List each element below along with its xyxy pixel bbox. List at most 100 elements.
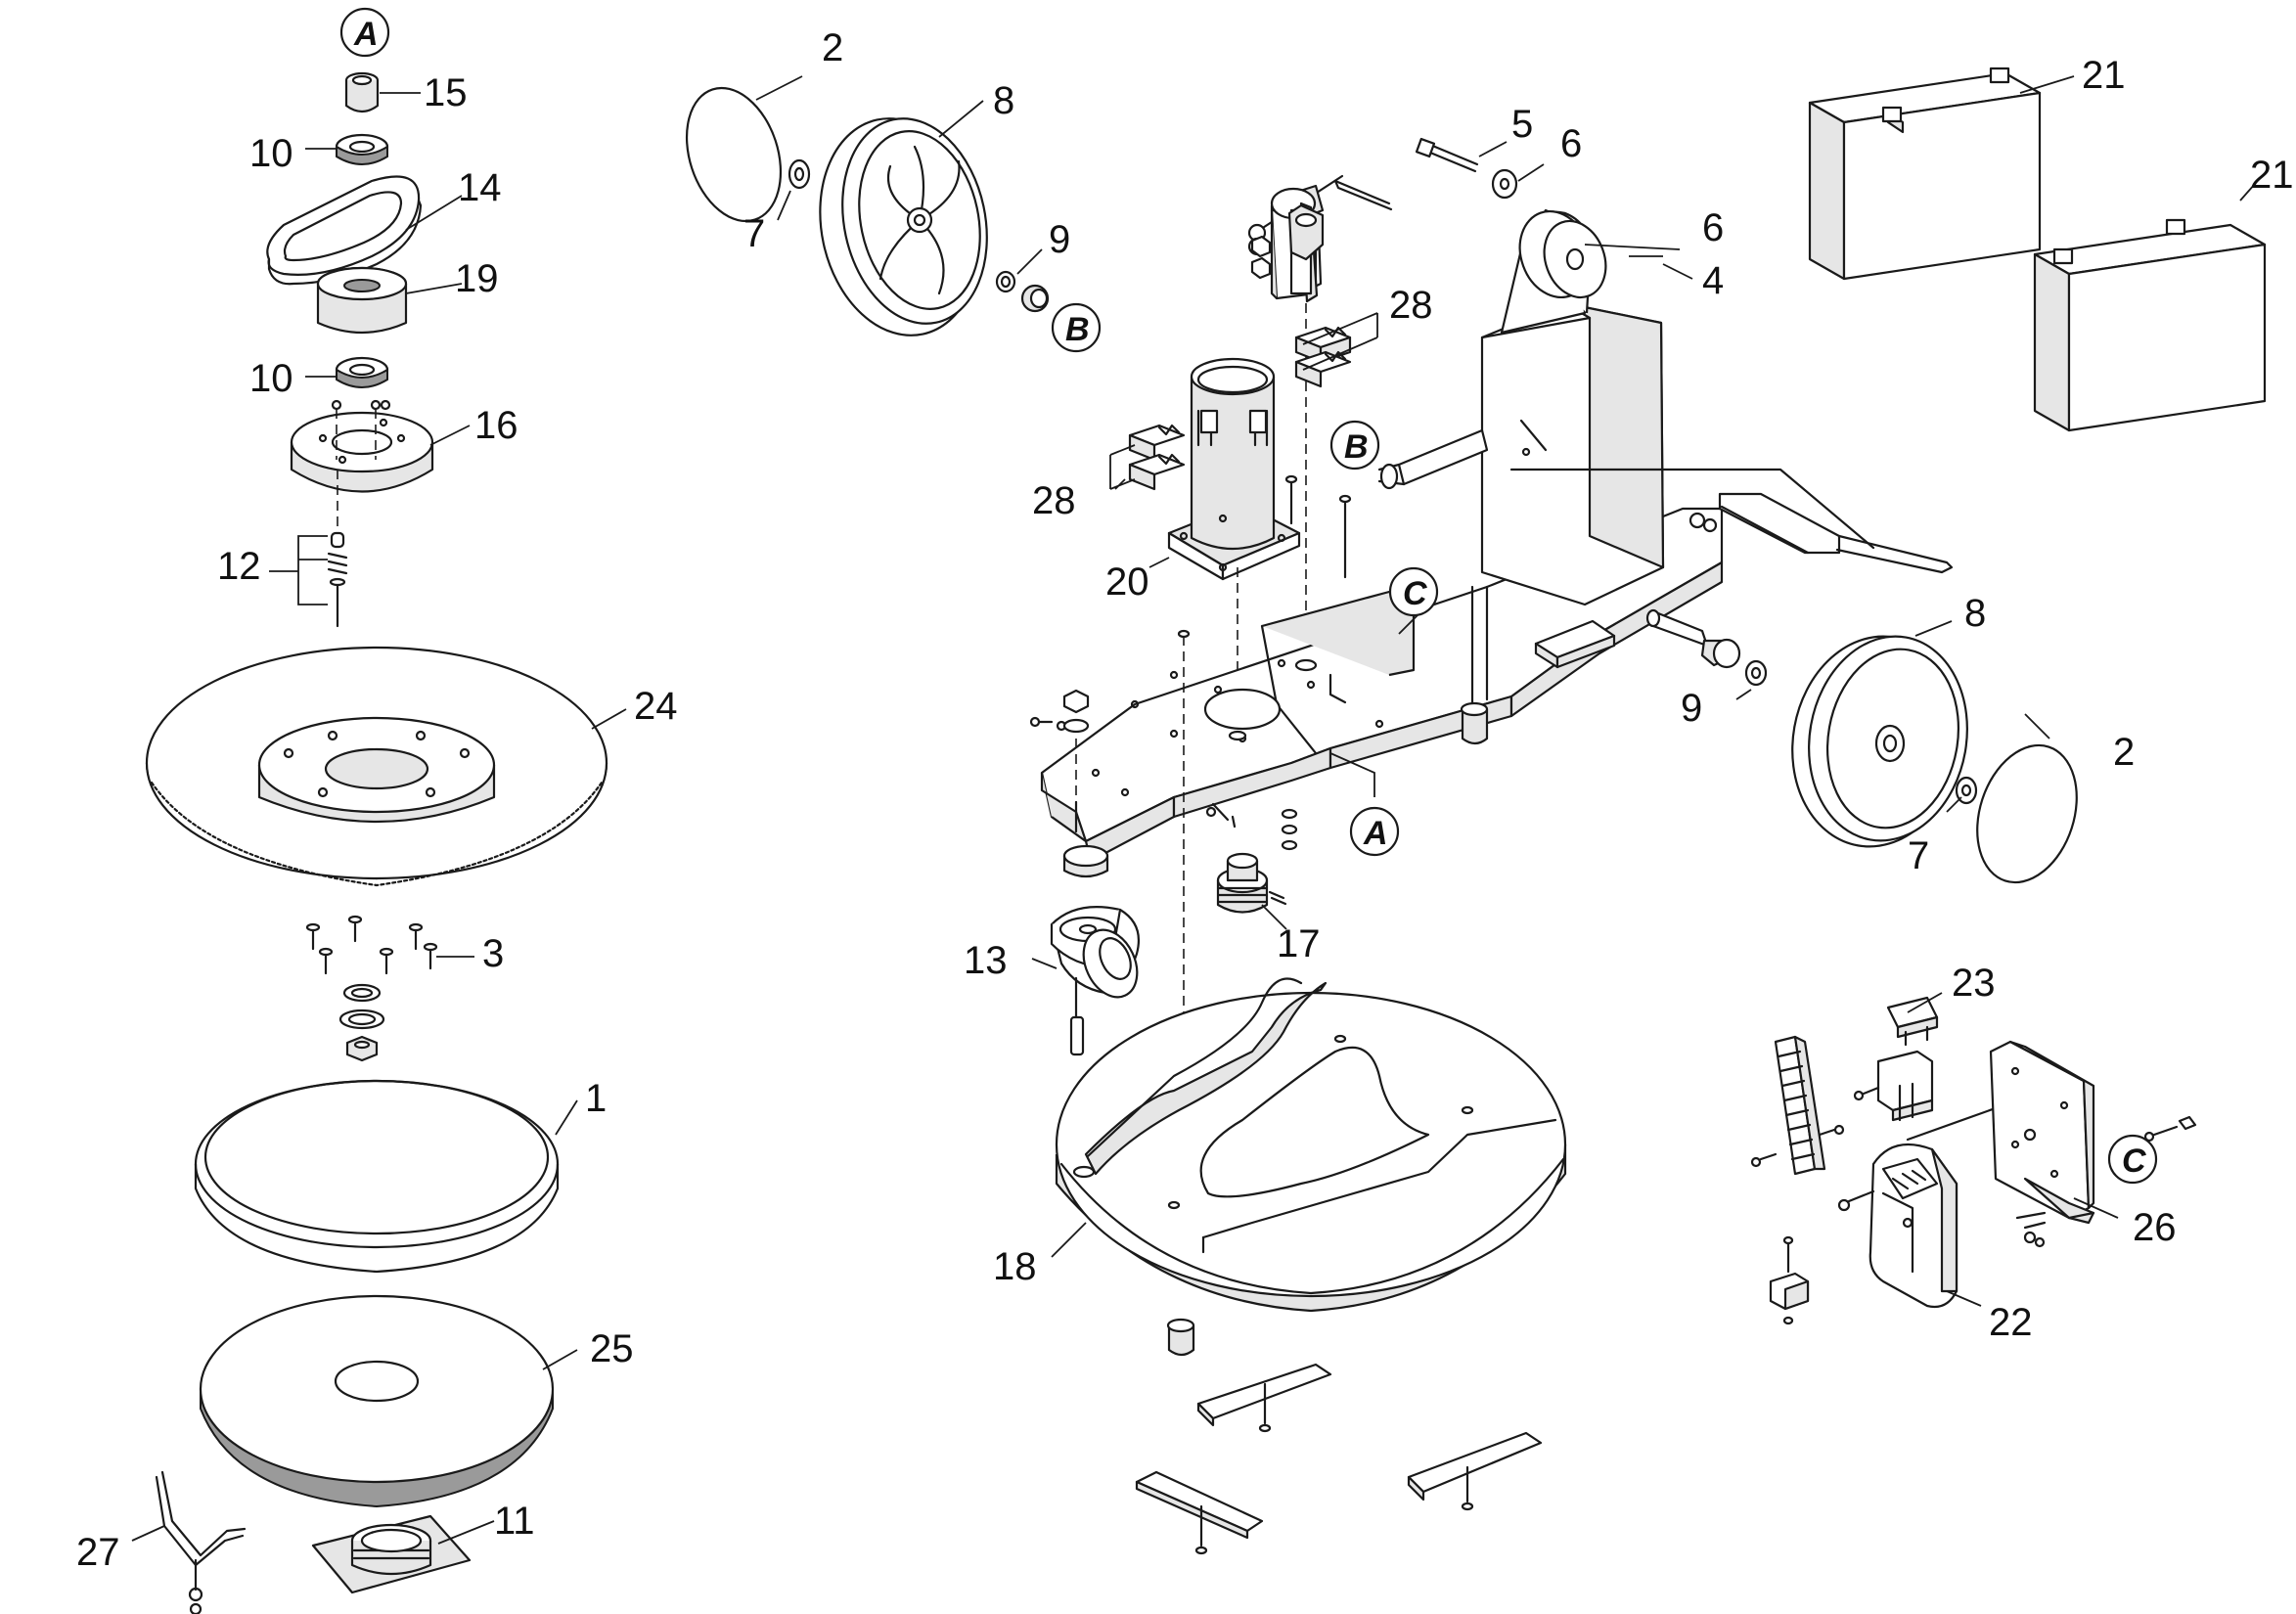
ref-c-chassis: C — [1388, 566, 1439, 617]
callout-13: 13 — [964, 939, 1008, 982]
part-21-battery-a — [1808, 67, 2042, 281]
callout-27: 27 — [76, 1531, 120, 1574]
callout-7-right: 7 — [1908, 834, 1929, 877]
callout-10-lower: 10 — [249, 357, 293, 400]
ref-a-top: A — [339, 7, 390, 58]
callout-28-right: 28 — [1389, 284, 1433, 327]
svg-text:C: C — [1403, 575, 1427, 612]
nuts-above-column — [1250, 235, 1272, 280]
callout-6-lower: 6 — [1702, 206, 1724, 249]
motor-screws — [1284, 474, 1352, 579]
part-22-controller — [1837, 1089, 2047, 1309]
washers-and-nut — [338, 983, 385, 1062]
callout-15: 15 — [424, 71, 468, 114]
callout-14: 14 — [458, 166, 502, 209]
part-15-bushing — [344, 71, 380, 113]
part-7-clip-left — [788, 158, 811, 190]
part-10-bearing-upper — [335, 133, 389, 165]
callout-21-upper: 21 — [2082, 54, 2126, 97]
handle-axle-rod — [1377, 428, 1489, 490]
part-2-hubcap-right — [1976, 743, 2078, 884]
callout-8-left: 8 — [993, 79, 1014, 122]
part-11-clamp-plate — [311, 1514, 472, 1594]
part-8-wheel-left — [819, 117, 988, 336]
part-23-fuse — [1886, 996, 1939, 1047]
part-25-pad — [199, 1294, 555, 1508]
callout-9-right: 9 — [1681, 687, 1702, 730]
callout-4: 4 — [1702, 259, 1724, 302]
ref-b-left-wheel: B — [1051, 302, 1102, 353]
spacer-block-1 — [1460, 701, 1489, 745]
part-28-carbon-brush-right — [1294, 312, 1378, 388]
callout-labels: 15 10 14 19 10 16 12 24 3 1 25 27 11 2 8… — [76, 26, 2294, 1574]
part-28-carbon-brush-left — [1109, 424, 1186, 491]
axle-rod-right — [1645, 608, 1709, 648]
part-14-drive-belt — [266, 175, 423, 286]
part-9-spacer-right — [1700, 638, 1768, 687]
skirt-strips — [1135, 1363, 1543, 1555]
part-3-screws — [305, 915, 438, 975]
part-1-retaining-ring — [194, 1079, 560, 1274]
part-17-drive-shaft-hub — [1216, 852, 1287, 914]
reference-markers: A B B C A C — [339, 7, 2158, 1185]
callout-10-upper: 10 — [249, 132, 293, 175]
part-5-bolt — [1333, 137, 1479, 211]
steering-column — [1287, 202, 1325, 675]
part-27-spring-hook — [155, 1470, 247, 1614]
callout-16: 16 — [474, 404, 518, 447]
part-20-motor — [1167, 357, 1301, 695]
ref-b-chassis: B — [1329, 420, 1380, 471]
part-10-bearing-lower — [335, 356, 389, 388]
leader-lines — [131, 75, 2263, 1545]
svg-text:A: A — [1363, 815, 1388, 852]
part-2-hubcap-left — [685, 86, 783, 223]
part-13-caster — [1050, 844, 1141, 1056]
part-7-clip-right — [1955, 776, 1978, 805]
small-connector — [1769, 1235, 1810, 1325]
callout-8-right: 8 — [1964, 592, 1986, 635]
callout-19: 19 — [455, 257, 499, 300]
part-24-pad-driver-disc — [145, 646, 608, 887]
part-6-washer-a — [1491, 168, 1518, 200]
callout-12: 12 — [217, 545, 261, 588]
part-8-wheel-right — [1791, 635, 1968, 848]
callout-28-left: 28 — [1032, 479, 1076, 522]
callout-6-upper: 6 — [1560, 122, 1582, 165]
callout-23: 23 — [1952, 962, 1996, 1005]
part-12-spring-pin-set — [269, 470, 348, 628]
callout-25: 25 — [590, 1327, 634, 1370]
chain-link-lever — [1509, 468, 1954, 574]
terminal-block — [1750, 1035, 1845, 1176]
svg-text:A: A — [353, 16, 379, 53]
svg-text:B: B — [1065, 311, 1090, 348]
callout-21-lower: 21 — [2250, 154, 2294, 197]
part-19-pulley — [316, 266, 408, 335]
svg-text:B: B — [1344, 428, 1369, 466]
callout-22: 22 — [1989, 1301, 2033, 1344]
callout-5: 5 — [1511, 103, 1533, 146]
callout-9-left: 9 — [1049, 218, 1070, 261]
handle-tower — [1480, 208, 1665, 606]
callout-7-left: 7 — [743, 212, 765, 255]
shroud-bumper-foot — [1166, 1318, 1195, 1357]
callout-11: 11 — [494, 1500, 535, 1543]
callout-3: 3 — [482, 932, 504, 975]
ref-a-chassis: A — [1349, 806, 1400, 857]
callout-24: 24 — [634, 685, 678, 728]
part-21-battery-b — [2033, 218, 2267, 432]
ref-c-bracket: C — [2107, 1134, 2158, 1185]
svg-text:C: C — [2122, 1143, 2146, 1180]
callout-2-left: 2 — [822, 26, 843, 69]
relay-socket — [1853, 1050, 1934, 1122]
callout-17: 17 — [1277, 922, 1321, 965]
callout-26: 26 — [2133, 1206, 2177, 1249]
part-16-hub-plate — [290, 399, 434, 493]
callout-18: 18 — [993, 1245, 1037, 1288]
callout-1: 1 — [585, 1077, 607, 1120]
callout-2-right: 2 — [2113, 731, 2135, 774]
callout-20: 20 — [1105, 560, 1149, 604]
part-9-spacer-left — [995, 270, 1050, 313]
part-18-shroud — [1055, 977, 1567, 1313]
left-chassis-hardware — [1029, 629, 1298, 1213]
